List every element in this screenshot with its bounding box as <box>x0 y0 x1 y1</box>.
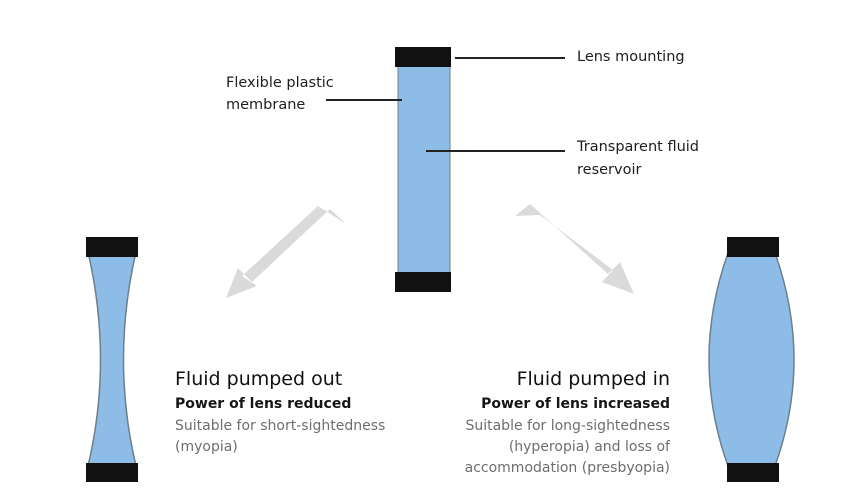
arrow-down-right <box>515 204 634 294</box>
concave-lens-mount-bottom <box>86 463 138 482</box>
concave-lens-fluid <box>87 251 137 467</box>
concave-lens <box>86 237 138 482</box>
convex-lens-fluid <box>708 252 795 467</box>
membrane-label-line1: Flexible plastic <box>226 75 334 91</box>
neutral-lens-fluid <box>397 63 451 277</box>
left-caption-subheading: Power of lens reduced <box>175 396 352 412</box>
convex-lens <box>708 237 795 482</box>
left-caption-desc-line1: Suitable for short-sightedness <box>175 418 386 434</box>
right-caption-desc-line3: accommodation (presbyopia) <box>464 460 670 476</box>
convex-lens-mount-bottom <box>727 463 779 482</box>
right-caption-subheading: Power of lens increased <box>481 396 670 412</box>
convex-lens-mount-top <box>727 237 779 257</box>
left-caption-desc-line2: (myopia) <box>175 439 238 455</box>
right-caption-desc-line2: (hyperopia) and loss of <box>508 439 670 455</box>
right-caption-heading: Fluid pumped in <box>516 368 670 390</box>
left-caption-heading: Fluid pumped out <box>175 368 343 390</box>
membrane-label-line2: membrane <box>226 97 306 113</box>
neutral-lens-mount-bottom <box>395 272 451 292</box>
fluid-reservoir-label-line1: Transparent fluid <box>577 139 700 155</box>
right-caption-desc-line1: Suitable for long-sightedness <box>465 418 670 434</box>
fluid-reservoir-label-line2: reservoir <box>577 162 642 178</box>
lens-mounting-label: Lens mounting <box>577 49 685 65</box>
neutral-lens <box>395 47 451 292</box>
concave-lens-mount-top <box>86 237 138 257</box>
arrow-down-left <box>226 206 346 298</box>
neutral-lens-mount-top <box>395 47 451 67</box>
